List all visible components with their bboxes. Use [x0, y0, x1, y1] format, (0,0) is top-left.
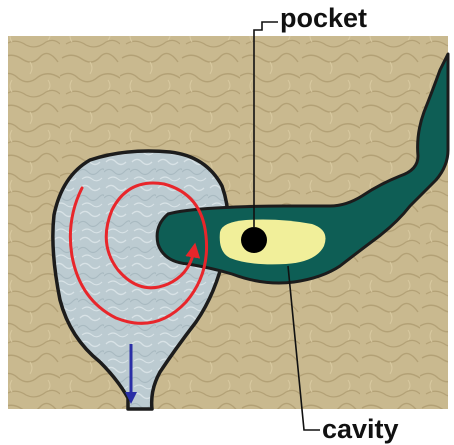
pocket-label: pocket — [280, 3, 367, 33]
cavity-label: cavity — [322, 414, 399, 444]
pocket-zone — [220, 220, 326, 265]
pocket-dot — [241, 227, 267, 253]
